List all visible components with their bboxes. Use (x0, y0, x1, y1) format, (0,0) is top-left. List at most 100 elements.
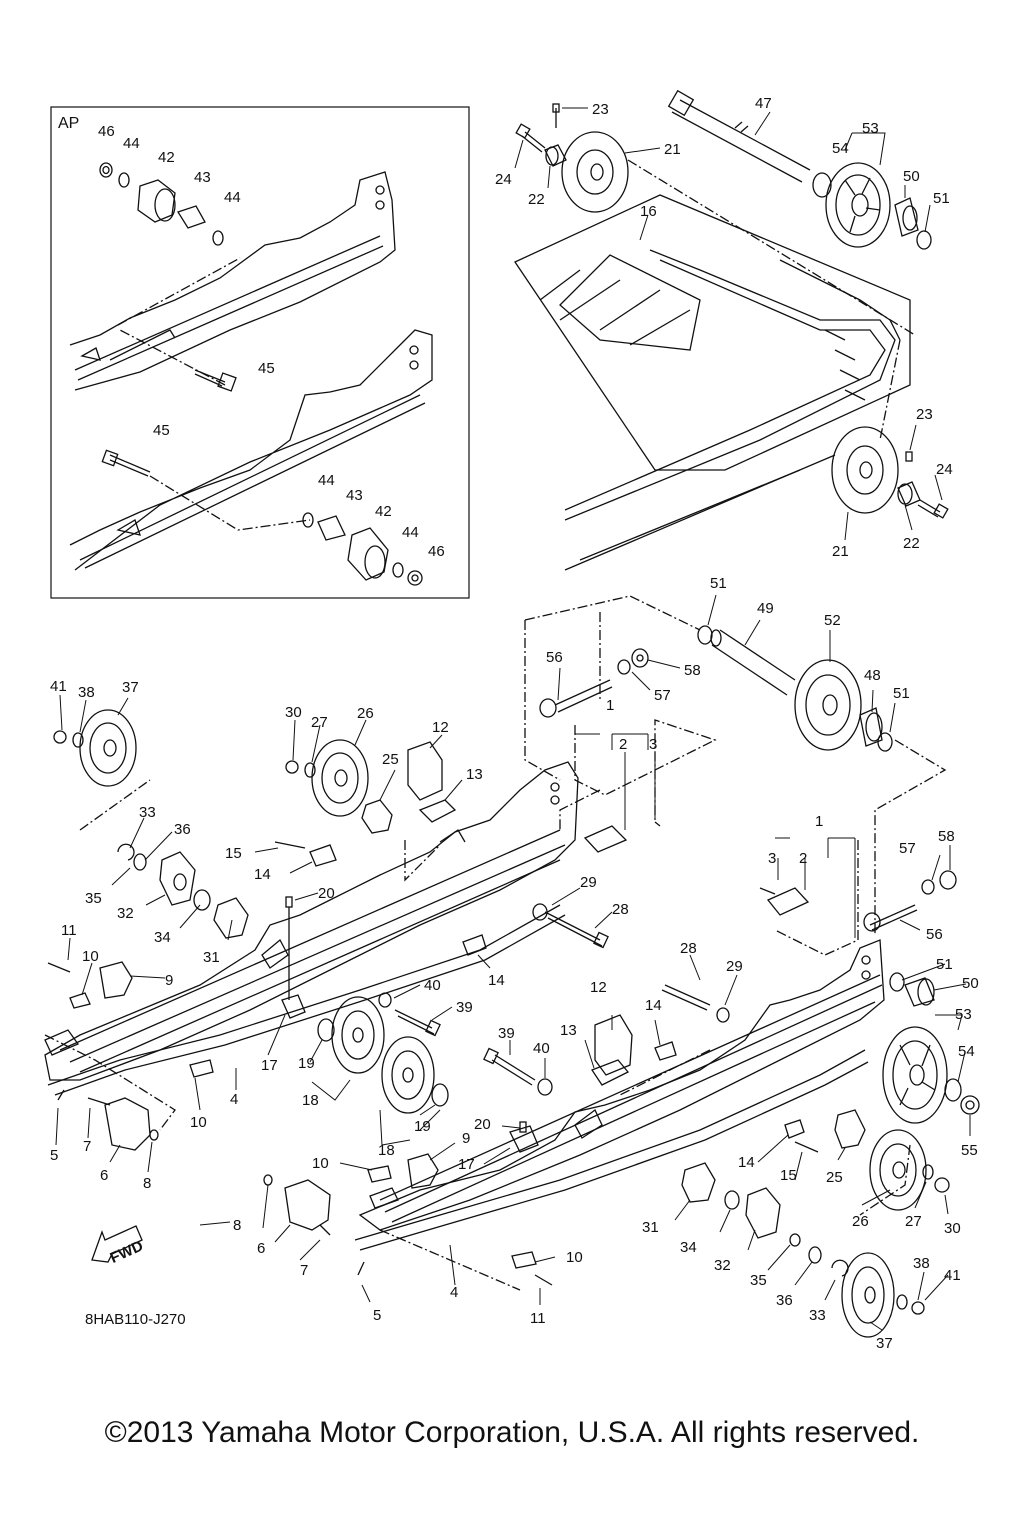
callout-22: 22 (903, 535, 920, 552)
callout-34: 34 (154, 929, 171, 946)
callout-36: 36 (776, 1292, 793, 1309)
callout-17: 17 (261, 1057, 278, 1074)
suspension-exploded-diagram: AP 46 44 42 43 44 45 45 44 43 42 44 46 2… (44, 89, 980, 1352)
callout-31: 31 (642, 1219, 659, 1236)
callout-30: 30 (285, 704, 302, 721)
callout-12: 12 (432, 719, 449, 736)
callout-52: 52 (824, 612, 841, 629)
callout-11: 11 (530, 1310, 546, 1327)
callout-20: 20 (318, 885, 335, 902)
callout-3: 3 (768, 850, 776, 867)
callout-23: 23 (916, 406, 933, 423)
callout-35: 35 (750, 1272, 767, 1289)
callout-58: 58 (938, 828, 955, 845)
callout-14: 14 (645, 997, 662, 1014)
callout-1: 1 (606, 697, 614, 714)
callout-45: 45 (258, 360, 275, 377)
callout-55: 55 (961, 1142, 978, 1159)
callout-43: 43 (194, 169, 211, 186)
callout-18: 18 (378, 1142, 395, 1159)
callout-36: 36 (174, 821, 191, 838)
right-slide-rail (263, 840, 980, 1338)
inset-label: AP (58, 115, 79, 132)
callout-24: 24 (495, 171, 512, 188)
callout-33: 33 (809, 1307, 826, 1324)
callout-9: 9 (165, 972, 173, 989)
callout-9: 9 (462, 1130, 470, 1147)
callout-40: 40 (424, 977, 441, 994)
callout-14: 14 (738, 1154, 755, 1171)
callout-4: 4 (450, 1284, 458, 1301)
callout-40: 40 (533, 1040, 550, 1057)
fwd-label: FWD (108, 1237, 146, 1266)
callout-21: 21 (664, 141, 681, 158)
callout-14: 14 (488, 972, 505, 989)
callout-5: 5 (50, 1147, 58, 1164)
callout-54: 54 (958, 1043, 975, 1060)
callout-57: 57 (654, 687, 671, 704)
callout-37: 37 (876, 1335, 893, 1352)
inset-ap-panel (50, 106, 470, 599)
callout-28: 28 (680, 940, 697, 957)
callout-50: 50 (962, 975, 979, 992)
callout-32: 32 (714, 1257, 731, 1274)
callout-51: 51 (936, 956, 953, 973)
callout-leaders (55, 107, 971, 1331)
callout-57: 57 (899, 840, 916, 857)
callout-44: 44 (224, 189, 241, 206)
callout-49: 49 (757, 600, 774, 617)
callout-33: 33 (139, 804, 156, 821)
callout-35: 35 (85, 890, 102, 907)
callout-25: 25 (826, 1169, 843, 1186)
callout-10: 10 (82, 948, 99, 965)
callout-56: 56 (546, 649, 563, 666)
callout-7: 7 (300, 1262, 308, 1279)
callout-51: 51 (710, 575, 727, 592)
callout-51: 51 (933, 190, 950, 207)
callout-37: 37 (122, 679, 139, 696)
callout-44: 44 (123, 135, 140, 152)
callout-labels: AP 46 44 42 43 44 45 45 44 43 42 44 46 2… (50, 95, 979, 1352)
callout-3: 3 (649, 736, 657, 753)
callout-56: 56 (926, 926, 943, 943)
callout-21: 21 (832, 543, 849, 560)
callout-2: 2 (619, 736, 627, 753)
callout-12: 12 (590, 979, 607, 996)
callout-43: 43 (346, 487, 363, 504)
callout-47: 47 (755, 95, 772, 112)
callout-24: 24 (936, 461, 953, 478)
callout-19: 19 (414, 1118, 431, 1135)
callout-46: 46 (428, 543, 445, 560)
callout-53: 53 (955, 1006, 972, 1023)
callout-6: 6 (100, 1167, 108, 1184)
callout-11: 11 (61, 922, 77, 939)
callout-45: 45 (153, 422, 170, 439)
callout-41: 41 (944, 1267, 961, 1284)
callout-14: 14 (254, 866, 271, 883)
callout-46: 46 (98, 123, 115, 140)
callout-53: 53 (862, 120, 879, 137)
callout-26: 26 (852, 1213, 869, 1230)
copyright-notice: ©2013 Yamaha Motor Corporation, U.S.A. A… (104, 1416, 920, 1449)
callout-38: 38 (913, 1255, 930, 1272)
callout-25: 25 (382, 751, 399, 768)
callout-16: 16 (640, 203, 657, 220)
callout-20: 20 (474, 1116, 491, 1133)
callout-48: 48 (864, 667, 881, 684)
rear-axle-assembly (524, 595, 947, 935)
callout-42: 42 (375, 503, 392, 520)
callout-44: 44 (318, 472, 335, 489)
callout-22: 22 (528, 191, 545, 208)
callout-58: 58 (684, 662, 701, 679)
callout-23: 23 (592, 101, 609, 118)
callout-5: 5 (373, 1307, 381, 1324)
callout-10: 10 (566, 1249, 583, 1266)
callout-28: 28 (612, 901, 629, 918)
callout-51: 51 (893, 685, 910, 702)
callout-4: 4 (230, 1091, 238, 1108)
upper-track-assembly (514, 89, 949, 571)
callout-39: 39 (498, 1025, 515, 1042)
drawing-code: 8HAB110-J270 (85, 1311, 186, 1328)
callout-42: 42 (158, 149, 175, 166)
callout-15: 15 (225, 845, 242, 862)
